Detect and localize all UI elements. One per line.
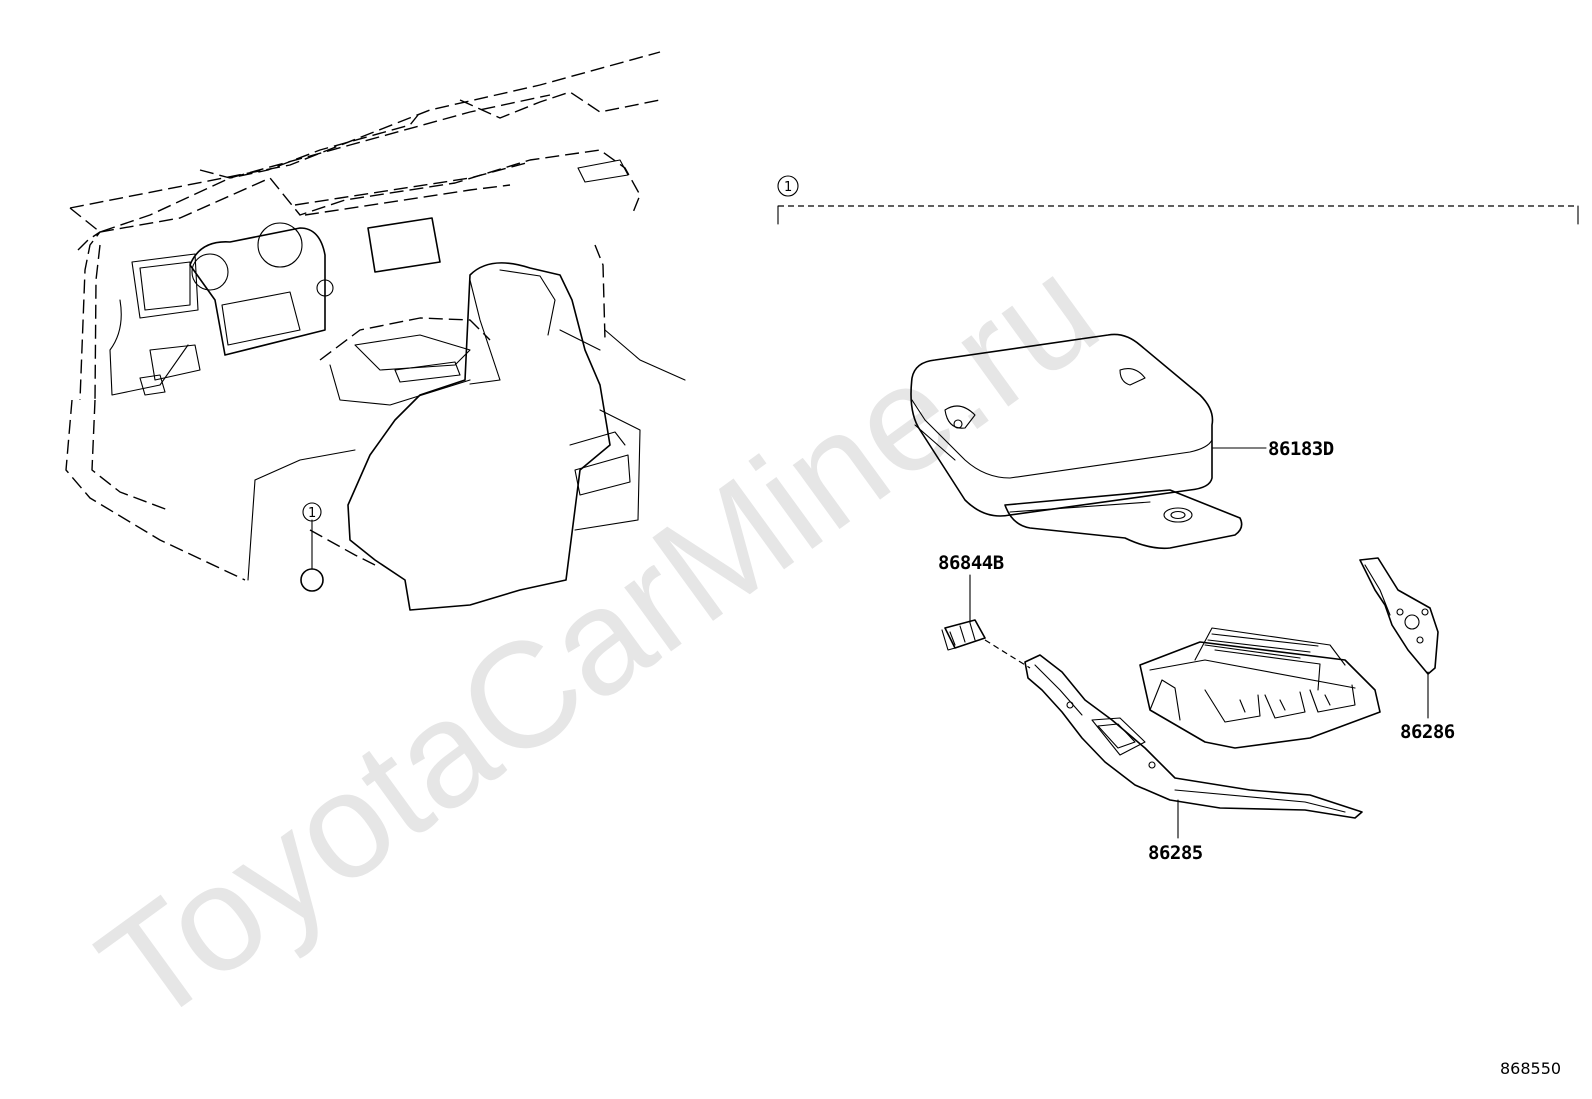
- part-number-label: 86844B: [938, 552, 1004, 574]
- assembly-group-bracket: 1: [777, 175, 1579, 225]
- cover-part-illustration: 86183D: [910, 333, 1334, 550]
- part-number-label: 86286: [1400, 721, 1455, 743]
- group-ref-number: 1: [784, 180, 792, 195]
- bracket-small-part-illustration: 86286: [1359, 557, 1455, 743]
- part-number-label: 86285: [1148, 842, 1203, 864]
- clip-part-illustration: 86844B: [938, 552, 1031, 669]
- figure-code: 868550: [1500, 1059, 1561, 1078]
- control-module-illustration: [1139, 627, 1381, 749]
- callout-ref-number: 1: [308, 506, 316, 521]
- bracket-long-part-illustration: 86285: [1024, 654, 1363, 864]
- vehicle-interior-illustration: 1: [65, 51, 686, 611]
- part-number-label: 86183D: [1268, 438, 1334, 460]
